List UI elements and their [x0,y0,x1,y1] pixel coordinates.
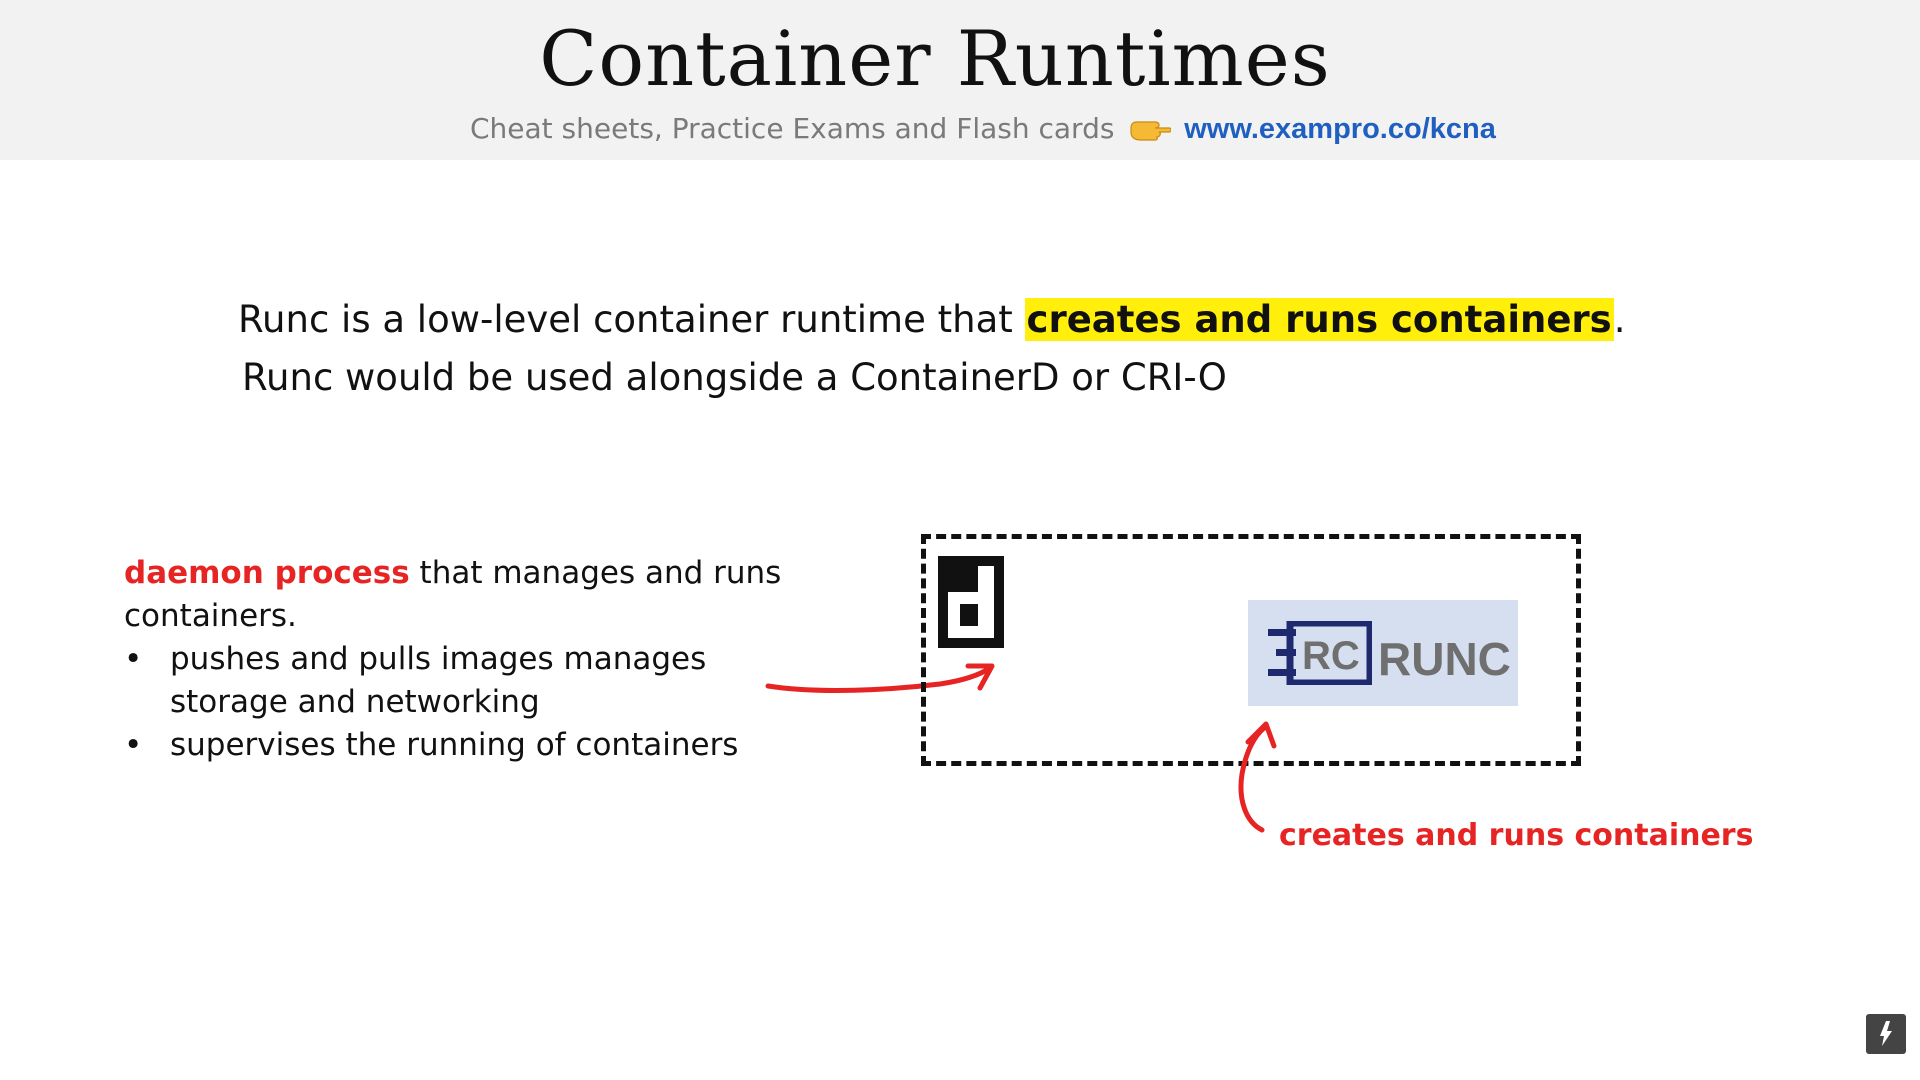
subtitle-text: Cheat sheets, Practice Exams and Flash c… [470,112,1115,145]
exampro-link[interactable]: www.exampro.co/kcna [1184,113,1496,145]
pointing-hand-icon [1129,116,1172,144]
runc-logo: RC RUNC [1248,600,1518,706]
daemon-bullet-list: pushes and pulls images manages storage … [124,638,904,767]
lead-line-2: Runc would be used alongside a Container… [242,356,1227,399]
containerd-icon [938,556,1004,648]
daemon-process-label: daemon process [124,555,410,591]
daemon-heading: daemon process that manages and runs con… [124,552,904,638]
arrow-to-containerd-icon [765,663,995,693]
runc-callout: creates and runs containers [1279,818,1754,853]
list-item: pushes and pulls images manages storage … [124,638,810,724]
daemon-description: daemon process that manages and runs con… [124,552,904,767]
lead-line-1-period: . [1613,298,1626,341]
lead-line-1-text: Runc is a low-level container runtime th… [238,298,1025,341]
highlighted-phrase: creates and runs containers [1024,298,1614,341]
subtitle-line: Cheat sheets, Practice Exams and Flash c… [470,112,1496,146]
list-item: supervises the running of containers [124,724,904,767]
arrow-to-runc-logo [1238,721,1277,833]
slide-header: Container Runtimes Cheat sheets, Practic… [0,0,1920,160]
daemon-heading-rest: that manages and runs containers. [124,555,782,634]
subscribe-badge-icon[interactable] [1866,1014,1906,1054]
runc-mark: RC [1302,634,1360,678]
page-title: Container Runtimes [539,14,1331,103]
runtime-dashed-box [921,534,1581,766]
runc-logo-icon: RC [1268,621,1372,685]
runc-wordmark: RUNC [1378,633,1511,685]
lead-line-1: Runc is a low-level container runtime th… [238,298,1625,341]
